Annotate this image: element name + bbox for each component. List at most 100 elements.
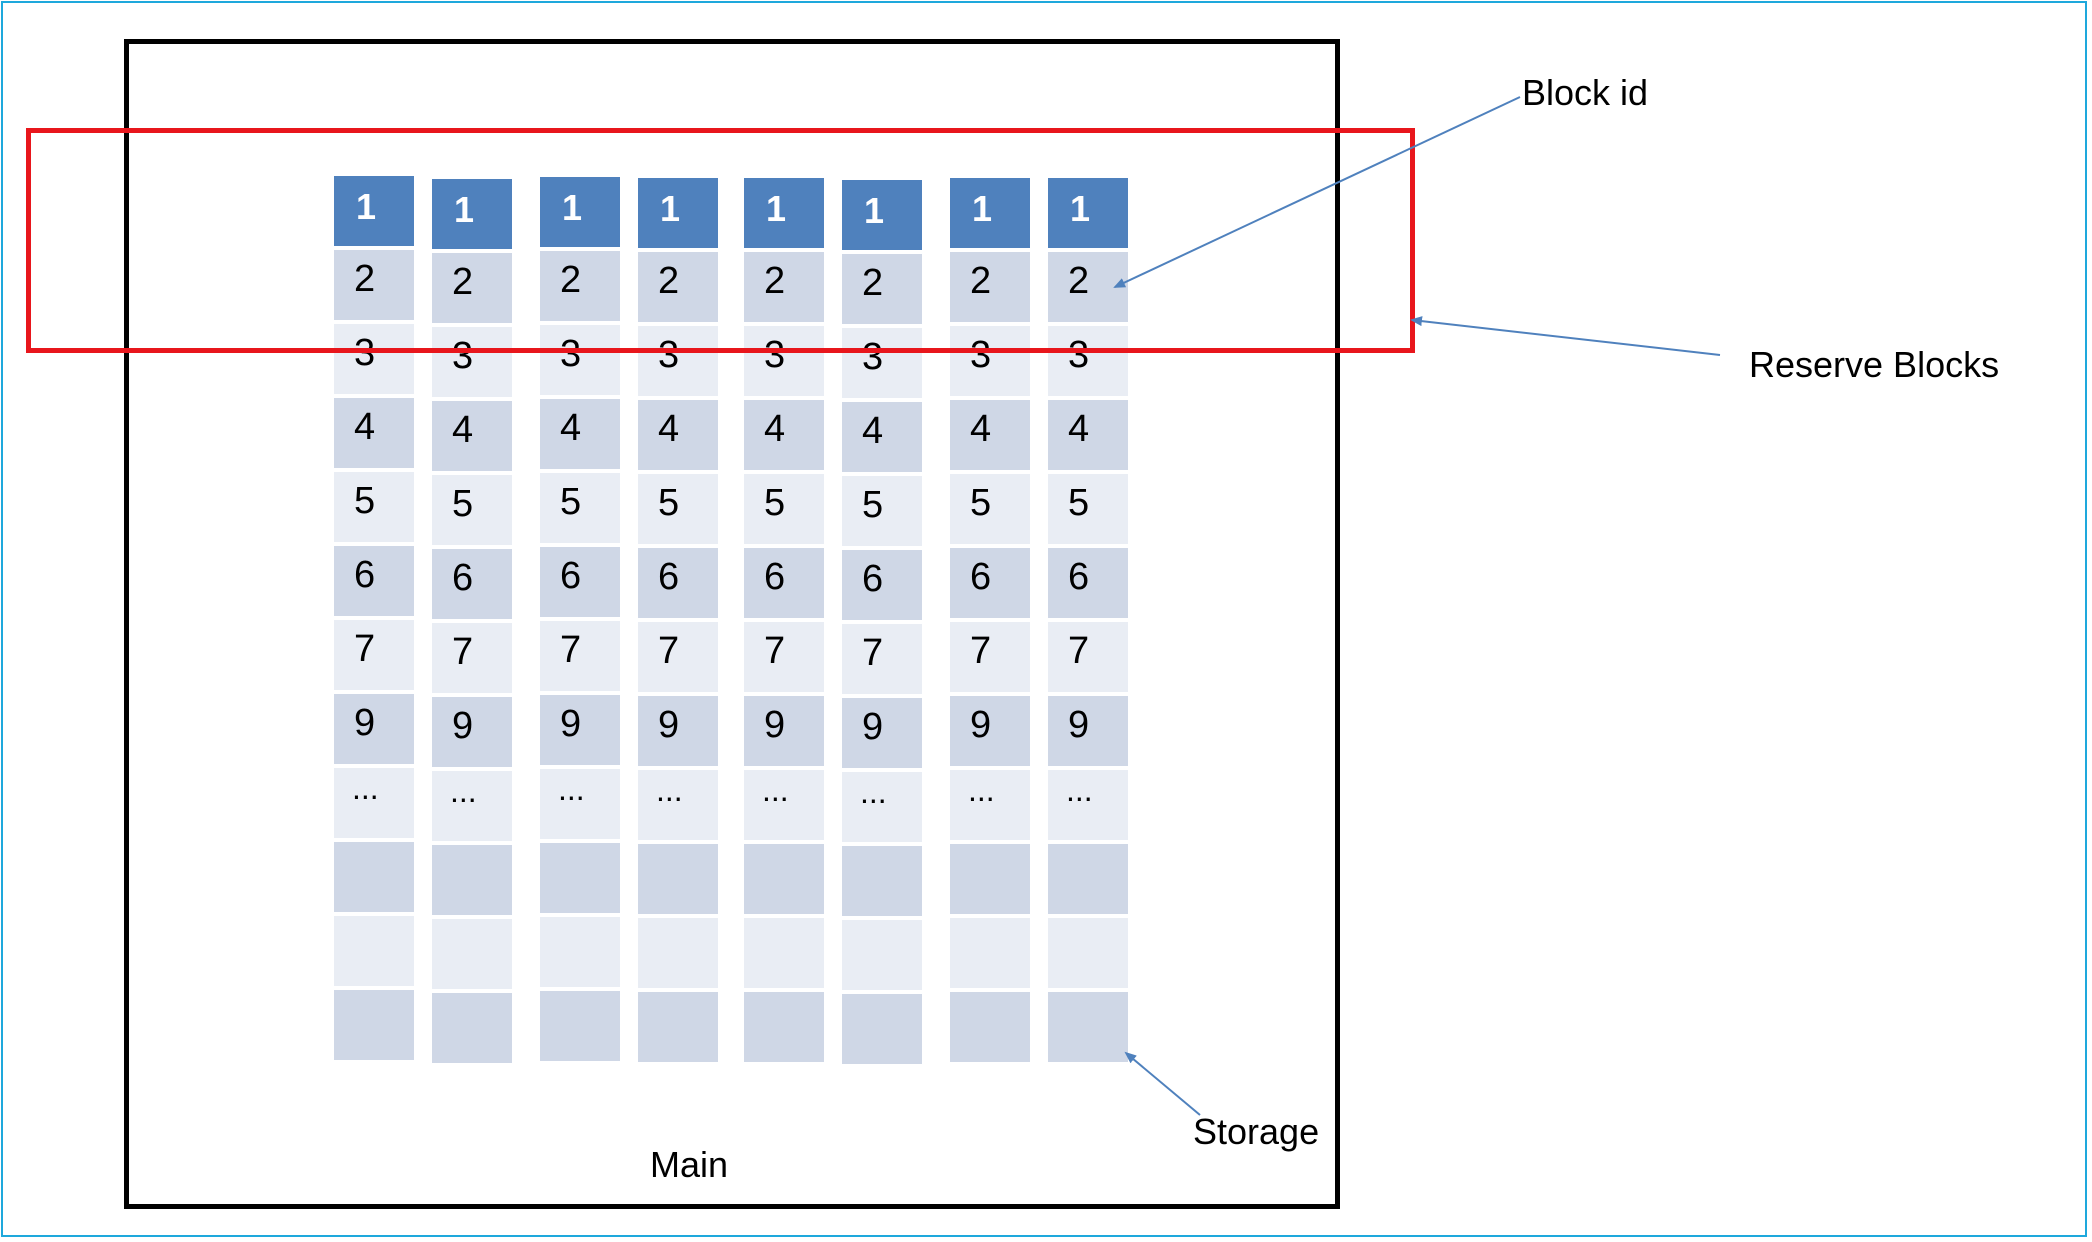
empty-block-cell	[638, 992, 718, 1062]
block-cell: 3	[950, 326, 1030, 396]
block-cell: 5	[1048, 474, 1128, 544]
block-cell: 4	[334, 398, 414, 468]
block-id-cell: 1	[950, 178, 1030, 248]
block-cell: 4	[1048, 400, 1128, 470]
block-cell: ...	[950, 770, 1030, 840]
block-cell: 7	[744, 622, 824, 692]
block-cell: 4	[540, 399, 620, 469]
block-cell: 4	[432, 401, 512, 471]
block-cell: 3	[1048, 326, 1128, 396]
block-cell: 6	[744, 548, 824, 618]
block-cell: 7	[540, 621, 620, 691]
empty-block-cell	[334, 916, 414, 986]
empty-block-cell	[950, 992, 1030, 1062]
block-cell: 3	[432, 327, 512, 397]
empty-block-cell	[334, 842, 414, 912]
empty-block-cell	[540, 991, 620, 1061]
block-id-cell: 1	[432, 179, 512, 249]
main-box	[124, 39, 1340, 1209]
block-cell: 9	[744, 696, 824, 766]
block-cell: 3	[540, 325, 620, 395]
block-cell: 9	[950, 696, 1030, 766]
block-id-cell: 1	[744, 178, 824, 248]
block-cell: 7	[950, 622, 1030, 692]
empty-block-cell	[540, 843, 620, 913]
block-cell: 4	[842, 402, 922, 472]
empty-block-cell	[950, 844, 1030, 914]
empty-block-cell	[638, 844, 718, 914]
block-cell: 2	[842, 254, 922, 324]
block-cell: 7	[334, 620, 414, 690]
empty-block-cell	[432, 993, 512, 1063]
block-cell: 5	[638, 474, 718, 544]
storage-label: Storage	[1193, 1111, 1320, 1152]
block-cell: 7	[432, 623, 512, 693]
empty-block-cell	[950, 918, 1030, 988]
block-cell: 6	[842, 550, 922, 620]
block-cell: ...	[334, 768, 414, 838]
block-cell: 5	[540, 473, 620, 543]
block-cell: ...	[842, 772, 922, 842]
main-label: Main	[650, 1144, 729, 1185]
empty-block-cell	[1048, 992, 1128, 1062]
empty-block-cell	[432, 919, 512, 989]
block-cell: 5	[432, 475, 512, 545]
block-cell: 2	[638, 252, 718, 322]
block-cell: 4	[950, 400, 1030, 470]
block-cell: 6	[1048, 548, 1128, 618]
block-id-cell: 1	[334, 176, 414, 246]
block-cell: 6	[638, 548, 718, 618]
block-cell: ...	[432, 771, 512, 841]
block-id-cell: 1	[540, 177, 620, 247]
empty-block-cell	[744, 992, 824, 1062]
reserve-blocks-outline	[26, 128, 1415, 353]
block-id-cell: 1	[842, 180, 922, 250]
block-cell: 5	[950, 474, 1030, 544]
block-cell: 2	[432, 253, 512, 323]
block-cell: ...	[638, 770, 718, 840]
block-cell: 3	[842, 328, 922, 398]
reserve-blocks-label: Reserve Blocks	[1749, 344, 2000, 385]
block-cell: 4	[744, 400, 824, 470]
block-cell: 7	[1048, 622, 1128, 692]
block-cell: 5	[842, 476, 922, 546]
empty-block-cell	[432, 845, 512, 915]
empty-block-cell	[842, 920, 922, 990]
empty-block-cell	[540, 917, 620, 987]
block-cell: ...	[744, 770, 824, 840]
empty-block-cell	[842, 846, 922, 916]
block-cell: ...	[540, 769, 620, 839]
block-cell: 9	[842, 698, 922, 768]
block-cell: 3	[638, 326, 718, 396]
block-cell: 9	[432, 697, 512, 767]
block-cell: 2	[744, 252, 824, 322]
block-cell: 6	[432, 549, 512, 619]
block-cell: 6	[540, 547, 620, 617]
block-cell: 3	[744, 326, 824, 396]
empty-block-cell	[1048, 844, 1128, 914]
block-id-cell: 1	[638, 178, 718, 248]
empty-block-cell	[842, 994, 922, 1064]
block-cell: 9	[540, 695, 620, 765]
empty-block-cell	[638, 918, 718, 988]
block-cell: 5	[744, 474, 824, 544]
empty-block-cell	[334, 990, 414, 1060]
empty-block-cell	[1048, 918, 1128, 988]
block-cell: 2	[950, 252, 1030, 322]
block-cell: 9	[334, 694, 414, 764]
block-cell: 9	[1048, 696, 1128, 766]
empty-block-cell	[744, 844, 824, 914]
block-cell: 4	[638, 400, 718, 470]
block-cell: 2	[540, 251, 620, 321]
block-cell: 9	[638, 696, 718, 766]
block-cell: 7	[638, 622, 718, 692]
block-cell: 5	[334, 472, 414, 542]
empty-block-cell	[744, 918, 824, 988]
block-cell: 7	[842, 624, 922, 694]
block-cell: 6	[334, 546, 414, 616]
block-id-label: Block id	[1522, 72, 1649, 113]
block-cell: ...	[1048, 770, 1128, 840]
block-cell: 3	[334, 324, 414, 394]
